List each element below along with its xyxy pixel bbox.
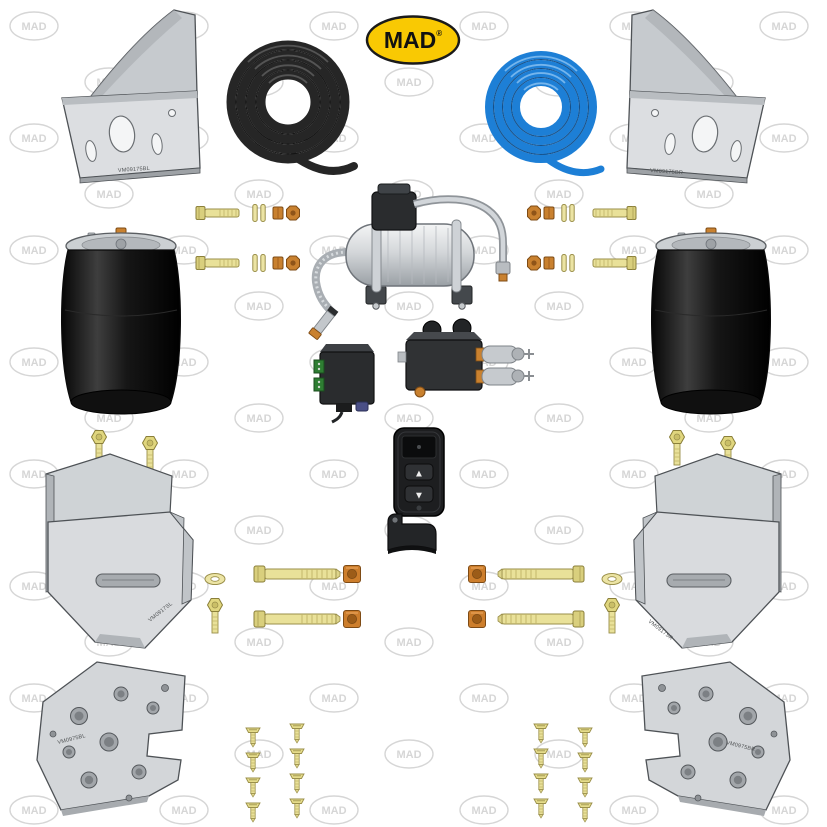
screen-mark xyxy=(417,445,421,449)
remote-holder xyxy=(387,513,437,554)
compressor-head xyxy=(371,191,417,231)
upper-bracket-right: VM09175BR xyxy=(626,9,766,184)
remote-control: ▲ ▼ xyxy=(393,427,445,517)
coil-highlights xyxy=(247,44,329,84)
part-number-label: VM09175BR xyxy=(650,168,683,176)
coil-end xyxy=(511,347,525,361)
air-spring-left xyxy=(60,227,182,415)
holder-lip xyxy=(388,546,436,554)
hose-end-fitting xyxy=(308,305,339,340)
cable-boot xyxy=(336,404,352,412)
terminal-pins xyxy=(317,362,321,389)
tank-ribs xyxy=(387,226,449,284)
control-unit xyxy=(313,344,375,424)
remote-led xyxy=(416,505,422,511)
logo-wordmark: MAD xyxy=(384,27,436,53)
bottom-brass-port xyxy=(414,386,426,398)
lower-bracket-left: VM0917SL xyxy=(45,453,194,649)
up-button xyxy=(404,463,434,481)
air-spring-right xyxy=(650,227,772,415)
terminal-block xyxy=(313,377,325,392)
mount-strap xyxy=(451,219,462,293)
chrome-line xyxy=(413,197,506,262)
valve-manifold xyxy=(397,318,534,398)
manifold-top xyxy=(406,332,482,340)
braid-texture xyxy=(314,250,349,314)
coil-end xyxy=(511,369,525,383)
compressor-assembly xyxy=(308,183,511,340)
air-hose-coil-blue xyxy=(485,51,605,177)
left-port xyxy=(397,351,407,363)
foot-screw xyxy=(458,302,466,310)
manifold-block xyxy=(405,339,483,391)
upper-bracket-left: VM09175BL xyxy=(61,9,201,184)
air-hose-coil-black xyxy=(226,40,358,175)
foot-screw xyxy=(372,302,380,310)
head-cap xyxy=(377,183,411,195)
down-arrow-icon: ▼ xyxy=(414,491,424,502)
base-plate-right: VM0975BR xyxy=(641,661,791,817)
brass-tip xyxy=(498,273,508,282)
mad-logo: MAD® xyxy=(365,15,461,65)
coil-separations xyxy=(235,49,341,155)
coil-highlights xyxy=(504,55,578,91)
mount-strap xyxy=(371,219,382,293)
base-plate-left: VM0975BL xyxy=(36,661,186,817)
ecu-top xyxy=(320,344,374,352)
down-button xyxy=(404,485,434,503)
holder-screw-hole xyxy=(392,517,398,523)
logo-text: MAD® xyxy=(384,27,442,53)
connector xyxy=(355,401,369,412)
coil-pins xyxy=(524,349,534,381)
coil-separations xyxy=(492,58,590,156)
terminal-block xyxy=(313,359,325,374)
ecu-body xyxy=(319,351,375,405)
registered-mark: ® xyxy=(436,29,442,38)
up-arrow-icon: ▲ xyxy=(414,469,424,480)
line-fitting xyxy=(495,261,511,275)
remote-bezel xyxy=(397,431,441,513)
part-number-label: VM09175BL xyxy=(118,166,150,174)
cable xyxy=(331,411,344,424)
logo-oval xyxy=(365,15,461,65)
